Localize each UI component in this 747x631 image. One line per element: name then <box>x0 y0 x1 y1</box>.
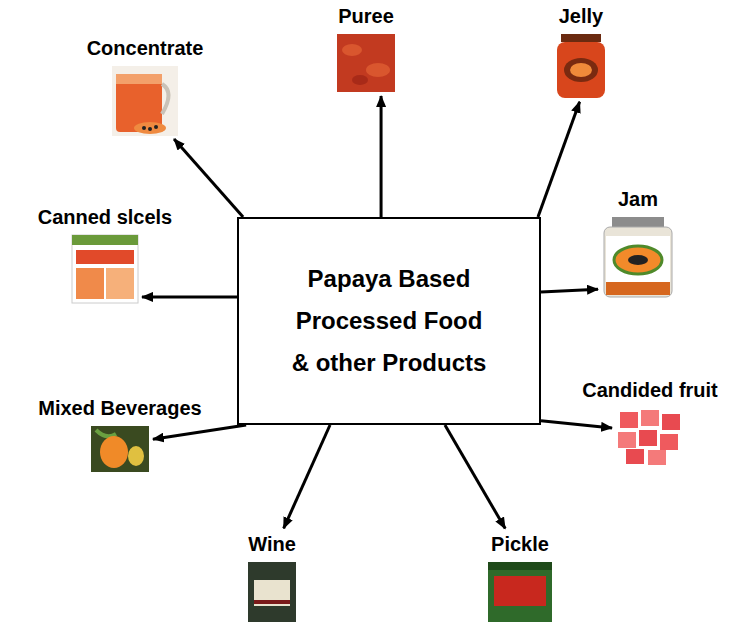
seed <box>142 126 146 130</box>
product-label: Mixed Beverages <box>38 396 201 420</box>
hub-title: Papaya Based Processed Food & other Prod… <box>292 258 487 384</box>
puree-ground <box>337 34 395 92</box>
picture-slot <box>488 562 552 622</box>
drink-glass <box>100 436 128 468</box>
puree-texture <box>352 75 368 85</box>
glass-top <box>116 74 162 84</box>
product-label: Concentrate <box>87 36 204 60</box>
picture-slot <box>72 235 138 303</box>
papaya-slices <box>106 268 134 299</box>
papaya-slices <box>76 268 104 299</box>
product-node: Concentrate <box>86 36 205 136</box>
jar-body <box>557 42 605 98</box>
leaf <box>96 430 116 436</box>
fruit-cube <box>620 412 638 428</box>
jar-lid <box>561 34 601 42</box>
pickle-picture <box>488 562 552 622</box>
picture-slot <box>602 217 674 297</box>
wine-bottle <box>248 562 296 622</box>
hub-box: Papaya Based Processed Food & other Prod… <box>237 217 541 425</box>
arrow-connector <box>445 425 505 529</box>
picture-ground <box>91 426 149 472</box>
arrow-connector <box>174 139 243 217</box>
picture-slot <box>555 34 607 98</box>
arrow-connector <box>541 421 612 428</box>
jam-fill <box>606 282 670 295</box>
product-label: Pickle <box>491 532 549 556</box>
product-node: Candided fruit <box>581 378 719 466</box>
fruit-cube <box>648 450 666 465</box>
wine-picture <box>248 562 296 622</box>
product-node: Mixed Beverages <box>37 396 203 472</box>
jar-label <box>564 58 598 82</box>
product-node: Wine <box>247 532 297 622</box>
jar-lid <box>612 217 664 227</box>
fruit-cube <box>618 432 636 448</box>
product-node: Jelly <box>555 4 607 98</box>
can-box <box>72 235 138 303</box>
jar-label <box>606 236 670 282</box>
fruit-cube <box>626 449 644 464</box>
jar-label-center <box>570 63 592 77</box>
product-label: Jelly <box>559 4 603 28</box>
puree-texture <box>366 63 390 77</box>
seed <box>148 127 152 131</box>
picture-slot <box>337 34 395 92</box>
product-node: Puree <box>337 4 395 92</box>
papaya-slice <box>134 122 166 134</box>
pickle-jar <box>488 562 552 622</box>
arrow-connector <box>284 425 330 528</box>
arrow-connector <box>541 289 598 292</box>
seed <box>154 125 158 129</box>
jar-lid <box>488 562 552 570</box>
jar-body <box>604 227 672 297</box>
jelly-picture <box>557 34 605 98</box>
fruit-cube <box>660 434 678 450</box>
picture-slot <box>616 408 684 466</box>
product-label: Puree <box>338 4 394 28</box>
papaya-half <box>614 246 662 274</box>
product-label: Candided fruit <box>582 378 718 402</box>
arrow-connector <box>380 96 383 217</box>
candied-fruit-picture <box>618 410 680 465</box>
label-stripe <box>254 600 290 604</box>
glass-handle <box>162 84 169 114</box>
product-label: Canned slcels <box>38 205 173 229</box>
picture-slot <box>112 66 178 136</box>
puree-picture <box>337 34 395 92</box>
product-node: Jam <box>602 187 674 297</box>
mixed-beverages-picture <box>91 426 149 472</box>
picture-slot <box>91 426 149 472</box>
fruit-cube <box>639 430 657 446</box>
picture-slot <box>248 562 296 622</box>
picture-ground <box>112 66 178 136</box>
arrow-connector <box>153 425 246 439</box>
arrow-connector <box>142 295 237 298</box>
fruit-cube <box>662 414 680 430</box>
jam-picture <box>604 217 672 297</box>
jar-label <box>494 576 546 606</box>
arrow-connector <box>538 102 580 217</box>
fruit-cube <box>641 410 659 426</box>
concentrate-picture <box>112 66 178 136</box>
product-label: Jam <box>618 187 658 211</box>
puree-texture <box>342 44 362 56</box>
product-node: Pickle <box>488 532 552 622</box>
bottle-label <box>254 580 290 606</box>
fruit <box>128 446 144 466</box>
product-label: Wine <box>248 532 296 556</box>
canned-slices-picture <box>72 235 138 303</box>
papaya-seeds <box>628 255 648 265</box>
product-node: Canned slcels <box>37 205 174 303</box>
box-band <box>76 250 134 264</box>
box-band <box>72 235 138 245</box>
